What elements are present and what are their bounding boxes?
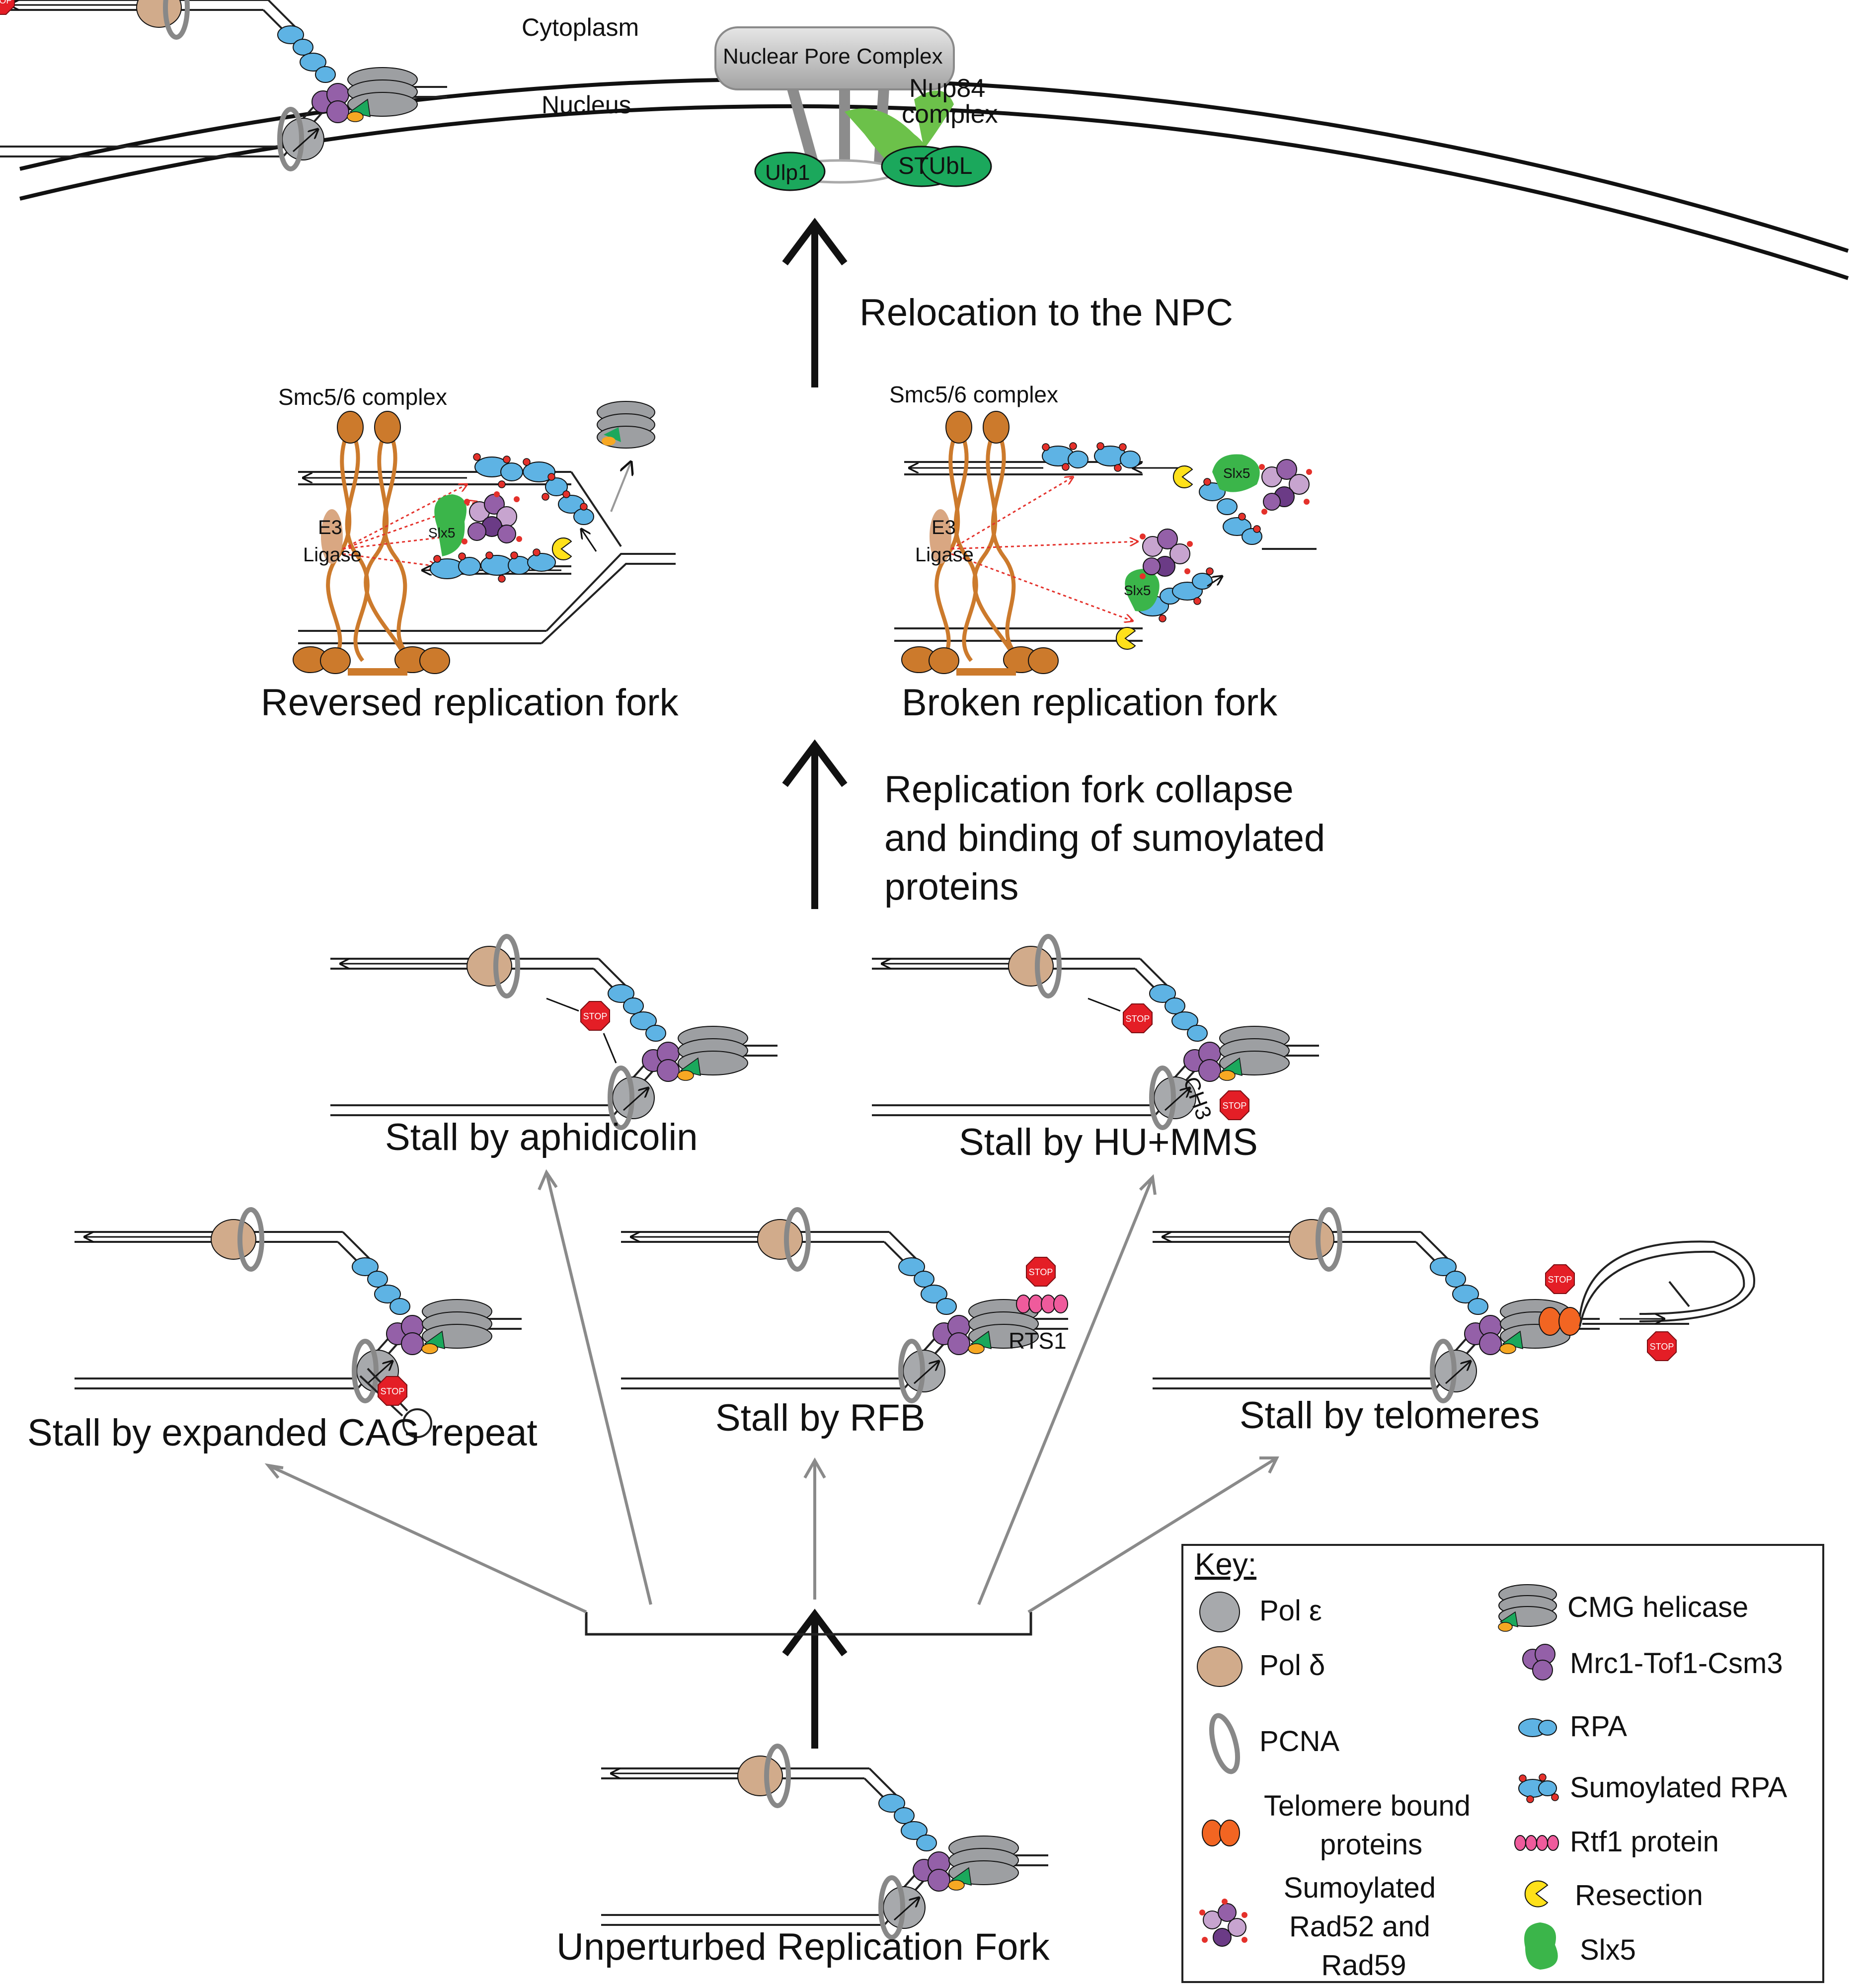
relocation-label: Relocation to the NPC (859, 292, 1233, 334)
slx5-label-broken-top: Slx5 (1223, 465, 1250, 481)
key-telomere-bound: Telomere bound proteins (1264, 1790, 1478, 1861)
stop-sign-hu-mms-lesion (1220, 1090, 1249, 1120)
step-arrow-unperturbed (782, 1608, 848, 1749)
step-arrow-collapse (782, 739, 848, 909)
unperturbed-label: Unperturbed Replication Fork (556, 1926, 1050, 1968)
key-rtf1: Rtf1 protein (1570, 1826, 1719, 1858)
pol-epsilon-icon (1199, 1592, 1240, 1632)
rtf1-proteins (1016, 1295, 1068, 1313)
rts1-label: RTS1 (1009, 1328, 1067, 1354)
svg-text:STOP: STOP (0, 0, 12, 5)
broken-fork-diagram (894, 411, 1317, 676)
reversed-fork-diagram (293, 401, 676, 676)
stop-sign-aphidicolin (580, 1001, 610, 1031)
stop-sign-rfb (1026, 1257, 1056, 1287)
stop-sign-cag (378, 1376, 407, 1406)
key-title: Key: (1195, 1547, 1256, 1582)
rtf1-protein-icon (1514, 1835, 1559, 1851)
key-sumoylated-rpa: Sumoylated RPA (1570, 1771, 1787, 1804)
fork-aphidicolin (330, 936, 777, 1128)
key-rpa: RPA (1570, 1710, 1627, 1743)
key-cmg-helicase: CMG helicase (1567, 1591, 1748, 1623)
fork-hu-mms (872, 936, 1319, 1128)
telomere-bound-proteins-icon (1202, 1820, 1240, 1846)
key-pcna: PCNA (1259, 1725, 1339, 1758)
key-pol-delta: Pol δ (1259, 1649, 1325, 1682)
collapse-label: Replication fork collapse and binding of… (884, 768, 1335, 908)
e3-ligase-label-broken: E3 Ligase (915, 517, 974, 566)
fork-cag-repeat (75, 1210, 522, 1401)
step-arrow-relocation (782, 218, 848, 387)
ulp1-shape (754, 152, 826, 191)
stop-sign-telomere-b (1647, 1331, 1677, 1361)
t-loop (1579, 1240, 1755, 1327)
slx5-icon (1524, 1922, 1558, 1970)
reversed-fork-title: Reversed replication fork (261, 682, 679, 724)
sumoylated-rad52-rad59-icon (1199, 1899, 1247, 1947)
ulp1-label: Ulp1 (765, 160, 810, 185)
stall-cag-label: Stall by expanded CAG repeat (27, 1412, 538, 1454)
key-resection: Resection (1575, 1879, 1703, 1912)
stall-hu-mms-label: Stall by HU+MMS (959, 1121, 1258, 1163)
key-pol-epsilon: Pol ε (1259, 1595, 1322, 1627)
stop-sign-hu-mms (1123, 1003, 1153, 1033)
pol-delta-icon (1197, 1646, 1243, 1687)
slx5-label-reversed: Slx5 (428, 525, 455, 540)
nucleus-label: Nucleus (542, 91, 631, 119)
rpa-icon (1518, 1718, 1557, 1737)
key-sumo-rad52: Sumoylated Rad52 and Rad59 (1284, 1872, 1444, 1982)
key-mrc1: Mrc1-Tof1-Csm3 (1570, 1647, 1783, 1680)
fork-telomeres (1153, 1210, 1600, 1401)
fork-unperturbed (601, 1746, 1048, 1937)
stall-rfb-label: Stall by RFB (715, 1397, 925, 1439)
sumoylated-rad52-cluster (462, 491, 522, 544)
stop-sign-telomere-a (1545, 1264, 1575, 1294)
cytoplasm-label: Cytoplasm (522, 13, 639, 41)
npc-label: Nuclear Pore Complex (723, 44, 943, 69)
slx5-label-broken-bottom: Slx5 (1124, 583, 1151, 598)
broken-fork-title: Broken replication fork (902, 682, 1278, 724)
cmg-helicase-icon (1498, 1584, 1557, 1632)
smc56-label-broken: Smc5/6 complex (889, 382, 1058, 407)
fork-rfb (621, 1210, 1068, 1401)
replication-fork-template (0, 0, 447, 171)
key-slx5: Slx5 (1580, 1934, 1636, 1966)
key-panel: Key: Pol ε Pol δ PCNA Telomere bound pro… (1181, 1544, 1824, 1983)
smc56-label-reversed: Smc5/6 complex (278, 384, 447, 410)
telomere-bound-proteins (1539, 1307, 1581, 1336)
stall-aphidicolin-label: Stall by aphidicolin (385, 1116, 698, 1158)
pcna-icon (1209, 1713, 1241, 1774)
e3-ligase-label-reversed: E3 Ligase (303, 517, 362, 566)
sumoylated-rpa-icon (1518, 1773, 1559, 1803)
mrc1-tof1-csm3-icon (1522, 1644, 1555, 1681)
stubl-label: STUbL (898, 153, 972, 179)
nup84-label: Nup84 complex (902, 74, 998, 129)
nuclear-pore-complex: Nuclear Pore Complex Ulp1 STUbL (714, 26, 992, 191)
cag-hairpin (402, 1408, 432, 1438)
branch-arrows (264, 1169, 1279, 1636)
stall-telomeres-label: Stall by telomeres (1240, 1394, 1540, 1437)
resection-icon (1524, 1880, 1549, 1908)
